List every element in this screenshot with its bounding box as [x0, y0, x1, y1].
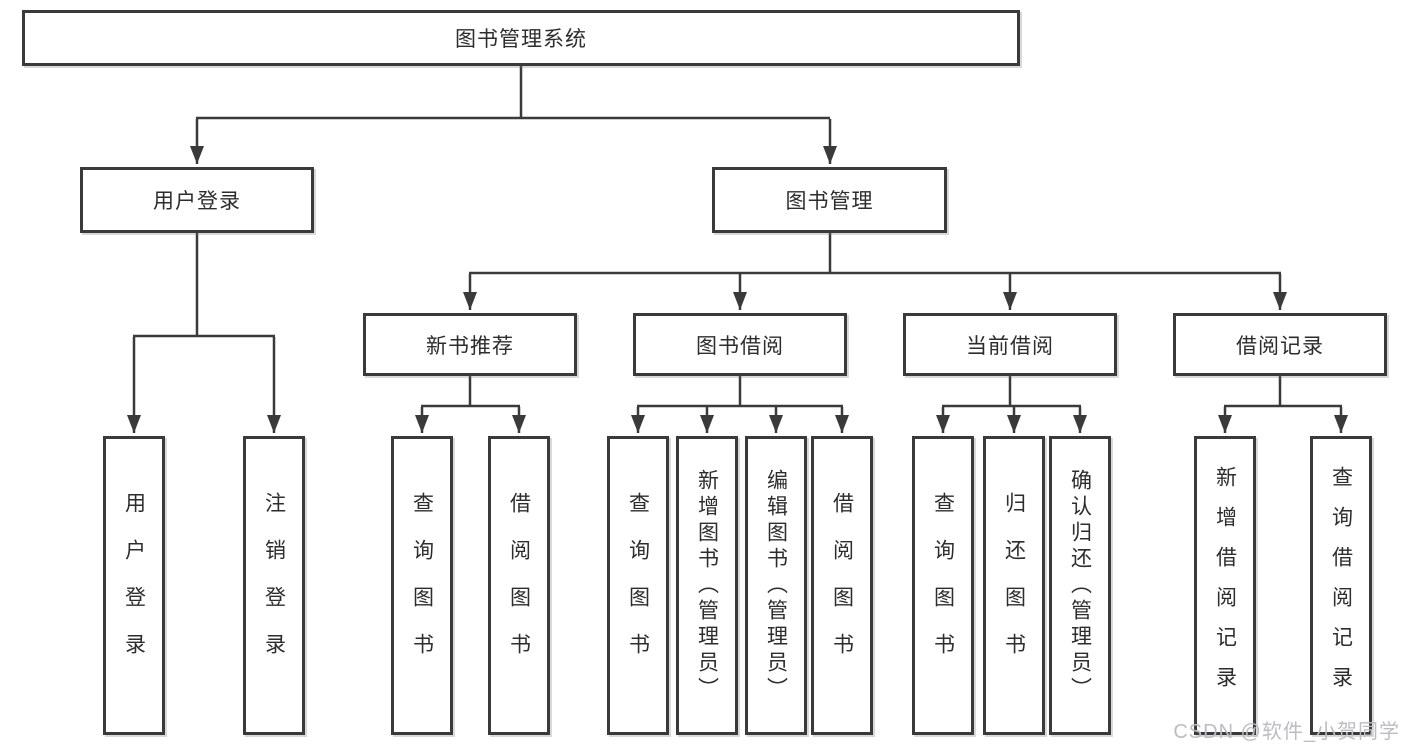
- leaf-label: 新增图书（管理员）: [695, 468, 719, 703]
- leaf-query-books-current: 查询图书: [912, 436, 974, 735]
- connector-current-borrowing: [936, 376, 1087, 433]
- leaf-label: 确认归还（管理员）: [1068, 468, 1092, 703]
- node-label: 用户登录: [153, 190, 241, 213]
- leaf-add-borrow-record: 新增借阅记录: [1194, 436, 1256, 735]
- node-current-borrowing: 当前借阅: [903, 313, 1117, 376]
- leaf-label: 查询图书: [931, 491, 955, 680]
- node-label: 图书管理: [785, 190, 874, 213]
- node-label: 新书推荐: [426, 334, 514, 358]
- connector-new-book-recommendation: [415, 376, 526, 433]
- leaf-borrow-books: 借阅图书: [811, 436, 873, 735]
- node-label: 借阅记录: [1236, 334, 1324, 358]
- leaf-label: 归还图书: [1002, 491, 1026, 680]
- csdn-watermark: CSDN @软件_小贺同学: [1173, 721, 1400, 743]
- leaf-label: 编辑图书（管理员）: [764, 468, 788, 703]
- leaf-query-books-borrowing: 查询图书: [607, 436, 669, 735]
- node-book-management: 图书管理: [712, 167, 947, 233]
- node-label: 图书借阅: [696, 334, 784, 358]
- leaf-label: 用户登录: [122, 491, 146, 680]
- leaf-borrow-books-recommend: 借阅图书: [488, 436, 550, 735]
- leaf-user-login: 用户登录: [103, 436, 165, 735]
- node-label: 图书管理系统: [455, 28, 587, 51]
- leaf-label: 查询图书: [410, 491, 434, 680]
- connector-root: [190, 66, 837, 164]
- leaf-logout-login: 注销登录: [243, 436, 305, 735]
- node-library-management-system: 图书管理系统: [22, 10, 1020, 66]
- node-borrowing-records: 借阅记录: [1173, 313, 1387, 376]
- leaf-query-borrow-record: 查询借阅记录: [1310, 436, 1372, 735]
- leaf-edit-books-admin: 编辑图书（管理员）: [745, 436, 807, 735]
- node-label: 当前借阅: [966, 334, 1054, 358]
- leaf-label: 借阅图书: [830, 491, 854, 680]
- leaf-label: 查询借阅记录: [1329, 465, 1353, 706]
- leaf-return-books: 归还图书: [983, 436, 1045, 735]
- connector-borrowing-records: [1218, 376, 1348, 433]
- node-user-login: 用户登录: [80, 167, 314, 233]
- connector-book-borrowing: [631, 376, 849, 433]
- node-new-book-recommendation: 新书推荐: [363, 313, 577, 376]
- leaf-label: 借阅图书: [507, 491, 531, 680]
- leaf-confirm-return-admin: 确认归还（管理员）: [1049, 436, 1111, 735]
- leaf-label: 注销登录: [262, 491, 286, 680]
- leaf-query-books-recommend: 查询图书: [391, 436, 453, 735]
- node-book-borrowing: 图书借阅: [633, 313, 847, 376]
- connector-user-login: [127, 233, 281, 433]
- leaf-label: 新增借阅记录: [1213, 465, 1237, 706]
- leaf-add-books-admin: 新增图书（管理员）: [676, 436, 738, 735]
- connector-book-management: [463, 233, 1287, 310]
- leaf-label: 查询图书: [626, 491, 650, 680]
